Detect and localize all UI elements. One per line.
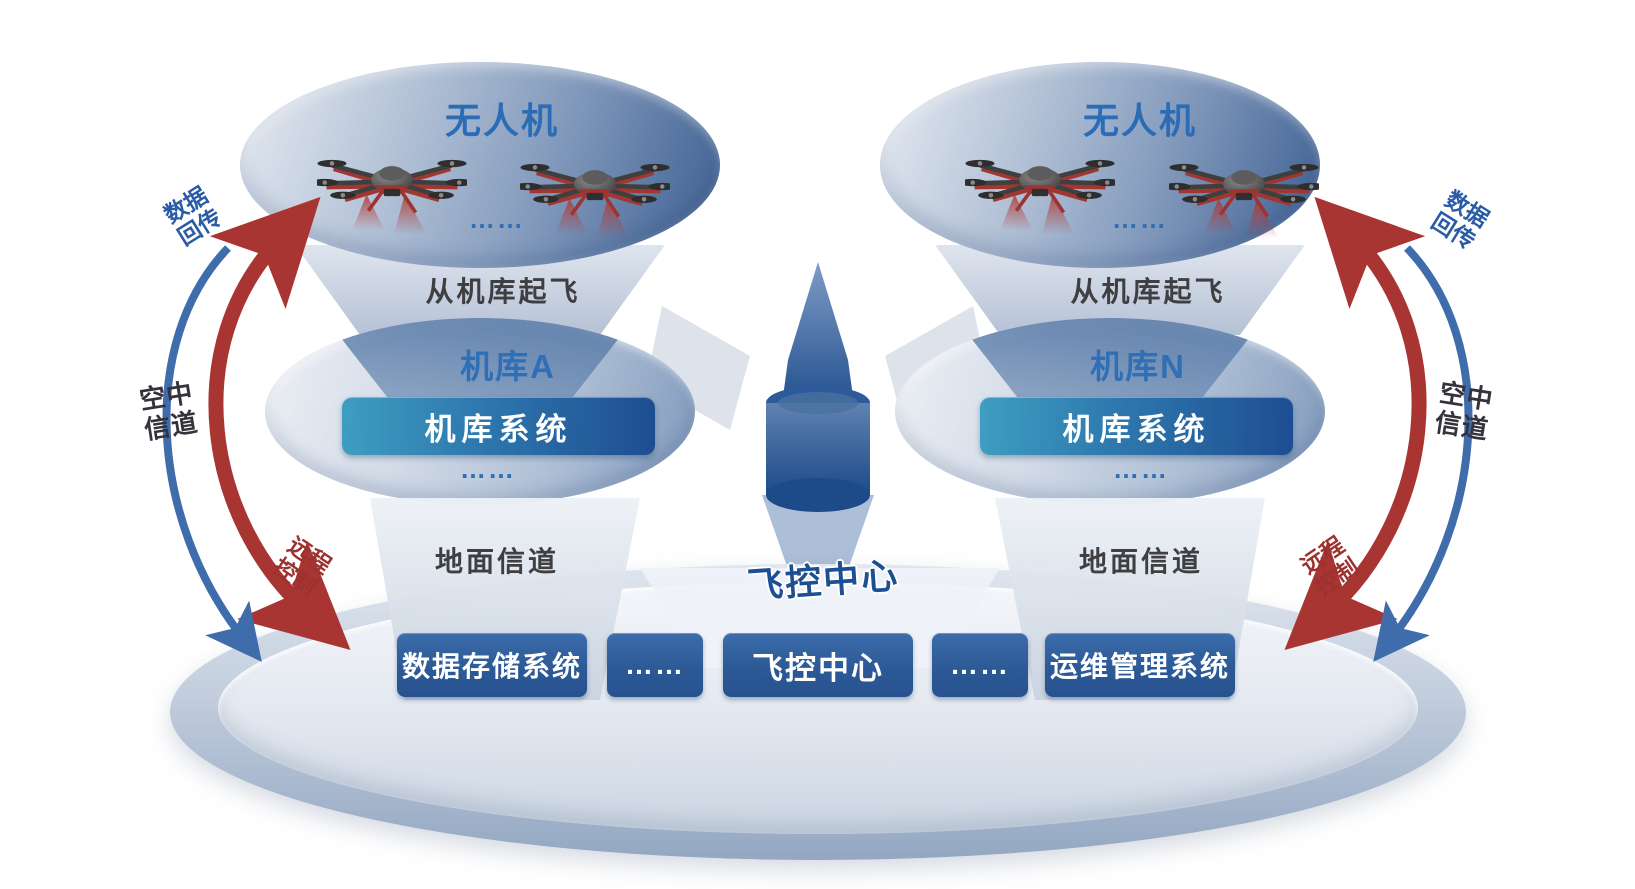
hangar-ellipsis-left: …… — [460, 454, 516, 484]
ops-management-system-box: 运维管理系统 — [1045, 633, 1235, 697]
drone-icon — [1169, 142, 1319, 242]
uav-title-right: 无人机 — [1082, 100, 1197, 141]
hangar-title-left: 机库A — [460, 348, 556, 385]
hangar-system-box-left: 机库系统 — [342, 397, 655, 455]
downlink-label-right: 远程 控制 — [1282, 522, 1378, 611]
takeoff-label-right: 从机库起飞 — [1070, 276, 1226, 307]
uav-ellipsis-right: …… — [1112, 204, 1168, 234]
air-channel-label-right: 空中 信道 — [1429, 377, 1500, 447]
takeoff-label-left: 从机库起飞 — [425, 276, 581, 307]
uav-ellipsis-left: …… — [469, 204, 525, 234]
platform-ellipsis-box: …… — [607, 633, 703, 697]
blue-link-arrow-left — [162, 245, 262, 662]
ground-platform-surface — [218, 582, 1418, 834]
blue-link-arrow-right — [1373, 245, 1473, 662]
center-uplink-motif — [766, 262, 870, 512]
ground-channel-label-right: 地面信道 — [1078, 546, 1203, 577]
platform-ellipsis-box: …… — [932, 633, 1028, 697]
uplink-label-left: 数据 回传 — [141, 170, 245, 263]
hangar-title-right: 机库N — [1090, 348, 1186, 385]
uplink-label-right: 数据 回传 — [1408, 174, 1512, 267]
hangar-ellipsis-right: …… — [1113, 454, 1169, 484]
air-channel-label-left: 空中 信道 — [134, 377, 205, 447]
hangar-system-box-right: 机库系统 — [980, 397, 1293, 455]
drone-icon — [520, 142, 670, 242]
uav-title-left: 无人机 — [444, 100, 559, 141]
data-storage-system-box: 数据存储系统 — [397, 633, 587, 697]
downlink-label-left: 远程 控制 — [254, 522, 350, 611]
ground-channel-label-left: 地面信道 — [434, 546, 559, 577]
flight-control-center-box: 飞控中心 — [723, 633, 913, 697]
